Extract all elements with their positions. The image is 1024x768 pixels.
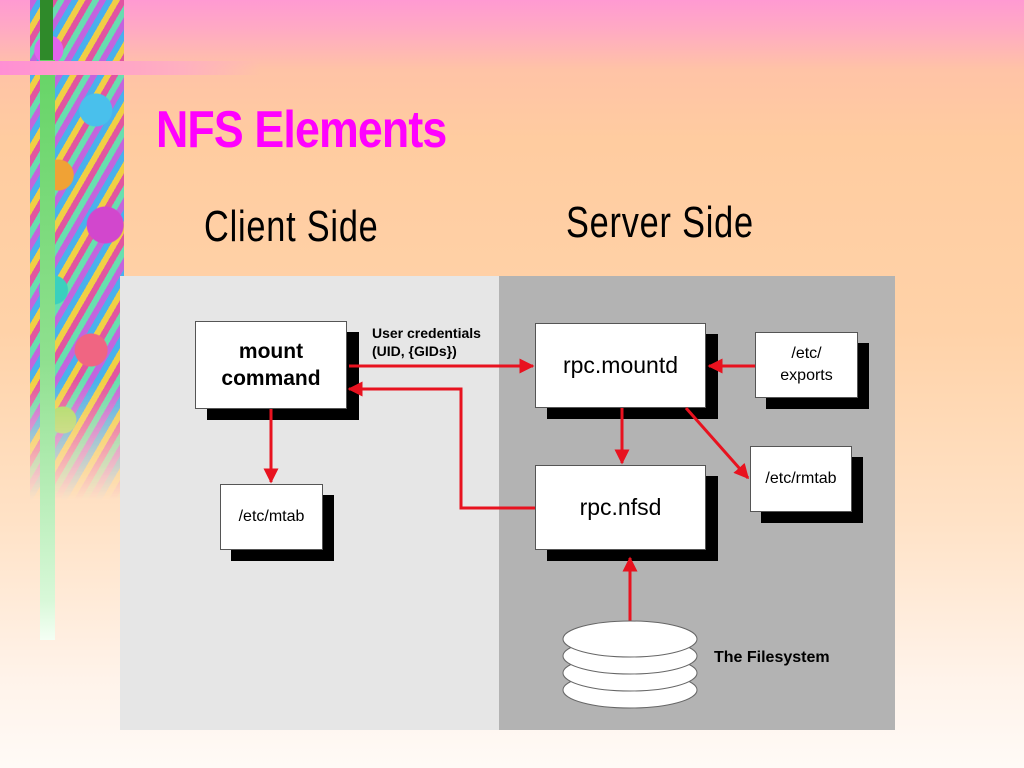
user-credentials-label: User credentials (UID, {GIDs}) bbox=[372, 324, 481, 360]
client-side-heading: Client Side bbox=[204, 202, 379, 251]
mount-command-label-line1: mount bbox=[238, 339, 304, 363]
etc-rmtab-label: /etc/rmtab bbox=[765, 470, 837, 487]
slide-title: NFS Elements bbox=[156, 101, 447, 159]
rpc-nfsd-label: rpc.nfsd bbox=[579, 494, 662, 520]
etc-mtab-label: /etc/mtab bbox=[238, 508, 305, 525]
etc-exports-label-line1: /etc/ bbox=[791, 345, 822, 363]
decorative-green-bar bbox=[40, 60, 55, 640]
user-credentials-line2: (UID, {GIDs}) bbox=[372, 343, 457, 360]
etc-exports-box: /etc/ exports bbox=[755, 332, 858, 398]
etc-mtab-box: /etc/mtab bbox=[220, 484, 323, 550]
rpc-mountd-label: rpc.mountd bbox=[562, 352, 679, 378]
rpc-mountd-box: rpc.mountd bbox=[535, 323, 706, 408]
decorative-green-bar-top bbox=[40, 0, 53, 60]
user-credentials-line1: User credentials bbox=[372, 325, 481, 341]
decorative-pink-band bbox=[0, 61, 260, 75]
etc-rmtab-box: /etc/rmtab bbox=[750, 446, 852, 512]
mount-command-box: mount command bbox=[195, 321, 347, 409]
server-side-heading: Server Side bbox=[566, 198, 754, 247]
etc-exports-label-line2: exports bbox=[780, 367, 833, 384]
mount-command-label-line2: command bbox=[221, 367, 321, 390]
rpc-nfsd-box: rpc.nfsd bbox=[535, 465, 706, 550]
filesystem-label: The Filesystem bbox=[714, 649, 830, 666]
